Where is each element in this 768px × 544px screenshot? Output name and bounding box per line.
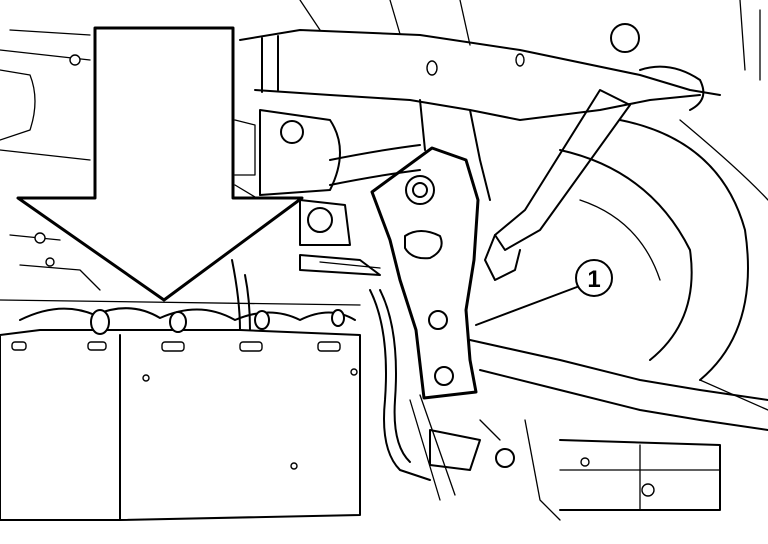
panel-slots [11,341,341,352]
callout-1: 1 [475,259,613,326]
left-upper-body [0,29,261,201]
upper-frame-structure [239,0,761,201]
lower-control-arm [484,89,631,281]
callout-number: 1 [587,266,600,293]
undercover-panel [0,232,361,521]
lower-right-structure [479,419,721,521]
callout-circle [575,259,613,297]
highlighted-bracket [370,146,480,400]
wheel-area [469,119,768,431]
stabilizer-mounts [259,109,421,276]
view-direction-arrow [16,26,304,302]
brake-lines [369,289,481,501]
